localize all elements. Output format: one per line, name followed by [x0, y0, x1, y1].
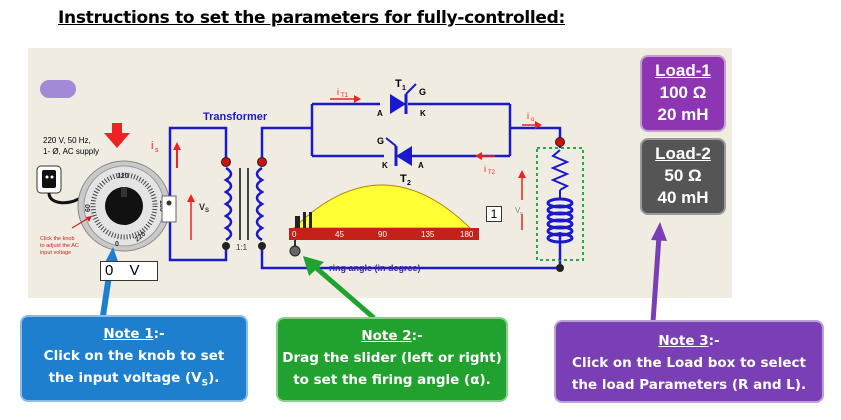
slider-tick-90: 90 [378, 230, 387, 239]
slider-tick-180: 180 [460, 230, 474, 239]
note-1-box: Note 1:- Click on the knob to set the in… [20, 315, 248, 402]
note-1-line2-sub: S [201, 378, 209, 389]
load-1-inductance: 20 mH [657, 105, 709, 124]
it1-sub: T1 [341, 93, 349, 99]
is-label: i [151, 140, 153, 152]
it2-sub: T2 [488, 170, 496, 176]
input-voltage-value: 0 [105, 262, 114, 279]
t1-cathode-label: K [420, 109, 426, 118]
note-1-line1: Click on the knob to set [43, 348, 225, 364]
load-1-button[interactable]: Load-1 100 Ω 20 mH [640, 55, 726, 132]
io-label: i [527, 111, 529, 121]
knob-hint-3: input voltage [40, 250, 71, 256]
note-3-line2: the load Parameters (R and L). [571, 377, 807, 393]
note-2-box: Note 2:- Drag the slider (left or right)… [276, 317, 508, 402]
note-1-title: Note 1 [103, 326, 154, 342]
slider-tick-135: 135 [421, 230, 435, 239]
slider-tick-0: 0 [292, 230, 297, 239]
io-arrow-icon [535, 121, 542, 129]
red-down-arrow-icon [104, 123, 130, 148]
note-3-box: Note 3:- Click on the Load box to select… [554, 320, 824, 403]
load-2-title: Load-2 [655, 144, 711, 163]
hint-arrow-icon [86, 216, 92, 222]
ratio-label: 1:1 [236, 243, 248, 252]
note-3-suffix: :- [708, 333, 720, 349]
knob-scale-60: 60 [85, 204, 92, 212]
note-1-line2-pre: the input voltage (V [48, 370, 202, 386]
thyristor-t1-icon [390, 83, 417, 114]
vo-label: V [515, 206, 521, 215]
t1-sub: 1 [402, 85, 406, 92]
note2-pointer-arrow [303, 256, 376, 320]
firing-marker-2 [303, 212, 306, 228]
t2-label: T [400, 173, 407, 185]
slider-handle[interactable] [289, 245, 301, 257]
note-2-suffix: :- [411, 328, 423, 344]
load-2-button[interactable]: Load-2 50 Ω 40 mH [640, 138, 726, 215]
t2-gate-label: G [377, 136, 384, 146]
transformer-icon [221, 157, 267, 250]
note-1-line2-post: ). [208, 370, 220, 386]
note-3-line1: Click on the Load box to select [572, 355, 806, 371]
input-voltage-unit: V [129, 262, 140, 279]
t2-sub: 2 [407, 180, 411, 187]
knob-hint-2: to adjust the AC [40, 243, 79, 249]
note3-pointer-arrow [650, 222, 667, 323]
vs-arrow-icon [187, 194, 195, 202]
page-title: Instructions to set the parameters for f… [58, 8, 565, 28]
knob-scale-0: 0 [115, 241, 119, 248]
knob-scale-120: 120 [117, 173, 129, 180]
vs-sub: S [205, 208, 209, 214]
t1-anode-label: A [377, 109, 383, 118]
supply-text-2: 1- Ø, AC supply [43, 147, 99, 156]
load-1-resistance: 100 Ω [659, 83, 707, 102]
t1-label: T [395, 78, 402, 90]
vs-meter-box [161, 195, 177, 223]
it2-label: i [484, 164, 486, 174]
firing-angle-label: ring angle (in degree) [329, 263, 421, 273]
power-socket-icon [36, 165, 81, 205]
load-1-title: Load-1 [655, 61, 711, 80]
input-voltage-display: 0 V [100, 261, 158, 281]
is-sub: s [155, 147, 159, 154]
note-2-title: Note 2 [361, 328, 412, 344]
t1-gate-label: G [419, 87, 426, 97]
it1-label: i [337, 87, 339, 97]
it2-arrow-icon [475, 152, 482, 160]
slider-tick-45: 45 [335, 230, 344, 239]
note1-pointer-arrow [100, 247, 121, 317]
thyristor-t2-icon [385, 137, 412, 166]
knob-hint-1: Click the knob [40, 236, 75, 242]
toggle-pill[interactable] [40, 80, 76, 98]
firing-angle-value-box: 1 [486, 206, 502, 222]
transformer-label: Transformer [203, 111, 268, 123]
note-1-suffix: :- [153, 326, 165, 342]
load-element [536, 137, 584, 272]
io-sub: o [531, 117, 535, 123]
vo-arrow-icon [518, 170, 526, 178]
firing-marker-1 [295, 216, 300, 228]
load-2-inductance: 40 mH [657, 188, 709, 207]
note-2-line1: Drag the slider (left or right) [282, 350, 502, 366]
t2-anode-label: A [418, 161, 424, 170]
note-2-line2: to set the firing angle (α). [293, 372, 491, 388]
firing-angle-slider[interactable] [289, 184, 479, 257]
vs-label: V [199, 202, 205, 212]
vo-sub: o [520, 211, 523, 217]
supply-text-1: 220 V, 50 Hz, [43, 136, 91, 145]
t2-cathode-label: K [382, 161, 388, 170]
note-3-title: Note 3 [658, 333, 709, 349]
it1-arrow-icon [354, 95, 361, 103]
load-2-resistance: 50 Ω [664, 166, 702, 185]
voltage-knob[interactable] [77, 160, 171, 252]
firing-marker-3 [309, 212, 312, 228]
is-arrow-icon [173, 142, 181, 150]
vs-meter-dot [166, 200, 172, 206]
